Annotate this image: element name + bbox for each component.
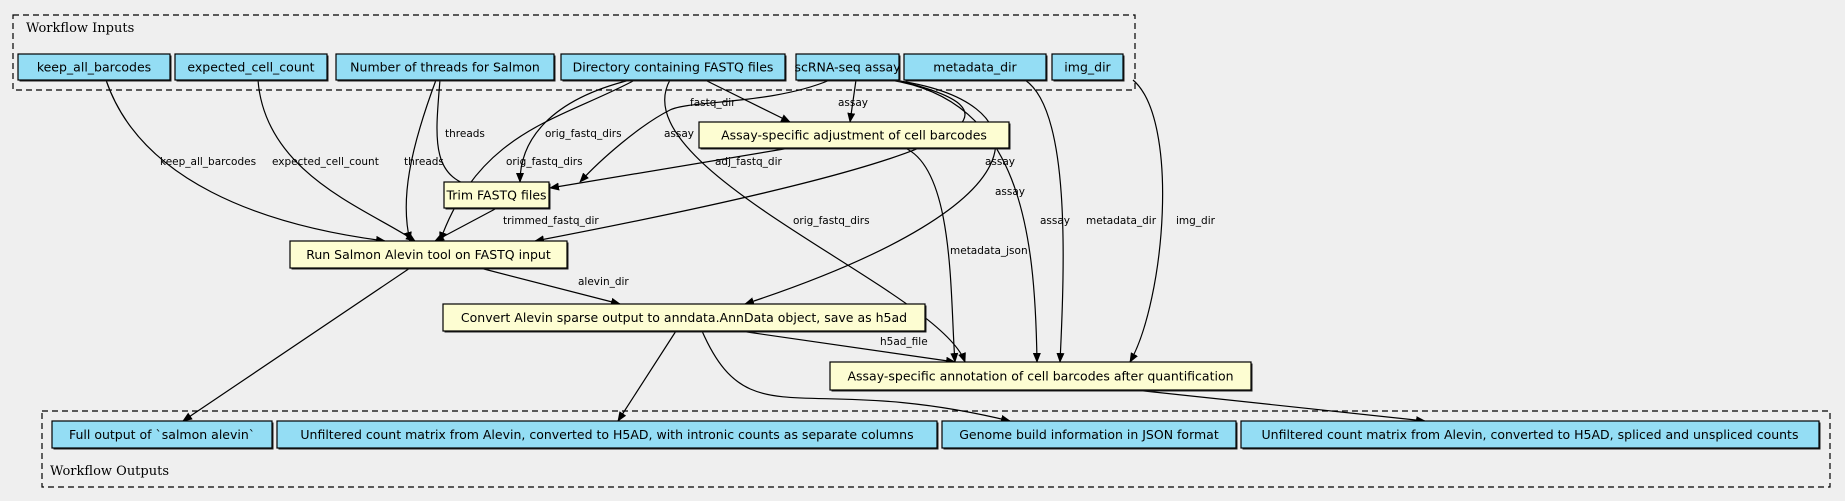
node-box — [276, 420, 938, 449]
edges: keep_all_barcodes expected_cell_count thre… — [105, 79, 1426, 425]
input-node-keep-all-barcodes[interactable]: keep_all_barcodes — [17, 53, 172, 82]
edge-label: assay — [838, 97, 868, 109]
node-label: expected_cell_count — [187, 60, 314, 75]
output-node-out4[interactable]: Unfiltered count matrix from Alevin, con… — [1240, 420, 1821, 450]
node-box — [1051, 53, 1124, 81]
edge-adjust-to-annotate — [904, 147, 959, 363]
step-node-salmon[interactable]: Run Salmon Alevin tool on FASTQ input — [289, 240, 569, 270]
edge-label: threads — [404, 156, 444, 168]
edge-img_dir-to-annotate — [1129, 79, 1164, 363]
step-node-adjust[interactable]: Assay-specific adjustment of cell barcod… — [698, 121, 1011, 150]
node-label: Run Salmon Alevin tool on FASTQ input — [306, 247, 551, 262]
input-node-expected-cell-count[interactable]: expected_cell_count — [174, 53, 329, 82]
edge-label: img_dir — [1176, 215, 1216, 227]
edge-keep_all_barcodes-to-salmon — [105, 79, 386, 244]
edge-salmon-to-convert — [479, 267, 621, 306]
node-label: Genome build information in JSON format — [959, 427, 1219, 442]
edge-fastq_dir-to-adjust — [704, 79, 791, 123]
edge-label: expected_cell_count — [272, 156, 379, 168]
edge-label: threads — [445, 128, 485, 140]
node-label: Trim FASTQ files — [445, 188, 546, 203]
node-label: Assay-specific annotation of cell barcod… — [847, 369, 1233, 384]
node-box — [903, 53, 1047, 81]
edge-label: metadata_dir — [1086, 215, 1157, 227]
node-box — [443, 181, 550, 209]
inputs-cluster-title: Workflow Inputs — [26, 21, 134, 36]
node-label: Unfiltered count matrix from Alevin, con… — [1262, 427, 1799, 442]
edge-assay-to-trim — [579, 79, 831, 183]
node-label: Number of threads for Salmon — [350, 60, 540, 75]
edge-label: orig_fastq_dirs — [506, 156, 583, 168]
edge-assay-to-adjust — [847, 79, 857, 123]
edge-fastq_dir-to-annotate — [664, 79, 966, 363]
edge-salmon-to-out1 — [182, 267, 411, 422]
edge-annotate-to-out4 — [1134, 389, 1426, 425]
edge-threads-to-salmon — [403, 79, 437, 242]
step-node-trim[interactable]: Trim FASTQ files — [443, 181, 551, 210]
node-label: keep_all_barcodes — [37, 60, 151, 75]
edge-label: keep_all_barcodes — [160, 156, 256, 168]
edge-convert-to-annotate — [739, 330, 956, 365]
outputs-cluster-title: Workflow Outputs — [50, 464, 169, 479]
step-node-annotate[interactable]: Assay-specific annotation of cell barcod… — [829, 361, 1253, 392]
node-box — [698, 121, 1010, 149]
edge-label: trimmed_fastq_dir — [503, 215, 599, 227]
edge-assay-to-annotate — [889, 79, 1041, 363]
edge-label: orig_fastq_dirs — [793, 215, 870, 227]
input-node-threads[interactable]: Number of threads for Salmon — [335, 53, 556, 82]
node-label: Directory containing FASTQ files — [573, 60, 774, 75]
node-label: metadata_dir — [933, 60, 1017, 75]
edge-label: assay — [995, 186, 1025, 198]
output-node-out1[interactable]: Full output of `salmon alevin` — [51, 420, 274, 450]
edge-assay-to-convert — [744, 79, 997, 305]
node-box — [335, 53, 555, 81]
edge-adjust-to-trim — [549, 147, 791, 191]
input-node-assay[interactable]: scRNA-seq assay — [794, 53, 901, 82]
node-box — [829, 361, 1252, 391]
node-box — [795, 53, 900, 81]
input-node-img-dir[interactable]: img_dir — [1051, 53, 1125, 82]
edge-convert-to-out2 — [617, 330, 677, 422]
node-label: Full output of `salmon alevin` — [69, 427, 255, 442]
node-label: scRNA-seq assay — [794, 60, 901, 75]
node-box — [17, 53, 171, 81]
inputs-cluster: Workflow Inputs — [12, 14, 1136, 91]
edge-label: assay — [1040, 215, 1070, 227]
edge-label: alevin_dir — [578, 276, 629, 288]
input-node-fastq-dir[interactable]: Directory containing FASTQ files — [560, 53, 787, 82]
edge-label: h5ad_file — [880, 336, 928, 348]
edge-expected_cell_count-to-salmon — [257, 79, 416, 242]
edge-trim-to-salmon — [434, 207, 498, 242]
node-box — [941, 420, 1237, 449]
edge-metadata_dir-to-annotate — [1024, 79, 1065, 363]
edge-fastq_dir-to-trim — [516, 79, 631, 183]
nodes: keep_all_barcodes expected_cell_count Numb… — [17, 53, 1821, 450]
edge-label: orig_fastq_dirs — [545, 128, 622, 140]
node-box — [289, 240, 568, 269]
node-label: Assay-specific adjustment of cell barcod… — [721, 128, 987, 143]
node-box — [1240, 420, 1820, 449]
node-label: Unfiltered count matrix from Alevin, con… — [300, 427, 913, 442]
edge-label: metadata_json — [950, 245, 1028, 257]
step-node-convert[interactable]: Convert Alevin sparse output to anndata.… — [442, 303, 927, 333]
edge-convert-to-out3 — [701, 330, 1011, 423]
edge-label: adj_fastq_dir — [715, 156, 782, 168]
output-node-out3[interactable]: Genome build information in JSON format — [941, 420, 1238, 450]
node-box — [51, 420, 273, 449]
node-box — [174, 53, 328, 81]
edge-label: assay — [664, 128, 694, 140]
node-box — [442, 303, 926, 332]
input-node-metadata-dir[interactable]: metadata_dir — [903, 53, 1048, 82]
node-label: img_dir — [1064, 60, 1111, 75]
node-label: Convert Alevin sparse output to anndata.… — [461, 310, 907, 325]
node-box — [560, 53, 786, 81]
outputs-cluster: Workflow Outputs — [41, 410, 1831, 488]
output-node-out2[interactable]: Unfiltered count matrix from Alevin, con… — [276, 420, 939, 450]
